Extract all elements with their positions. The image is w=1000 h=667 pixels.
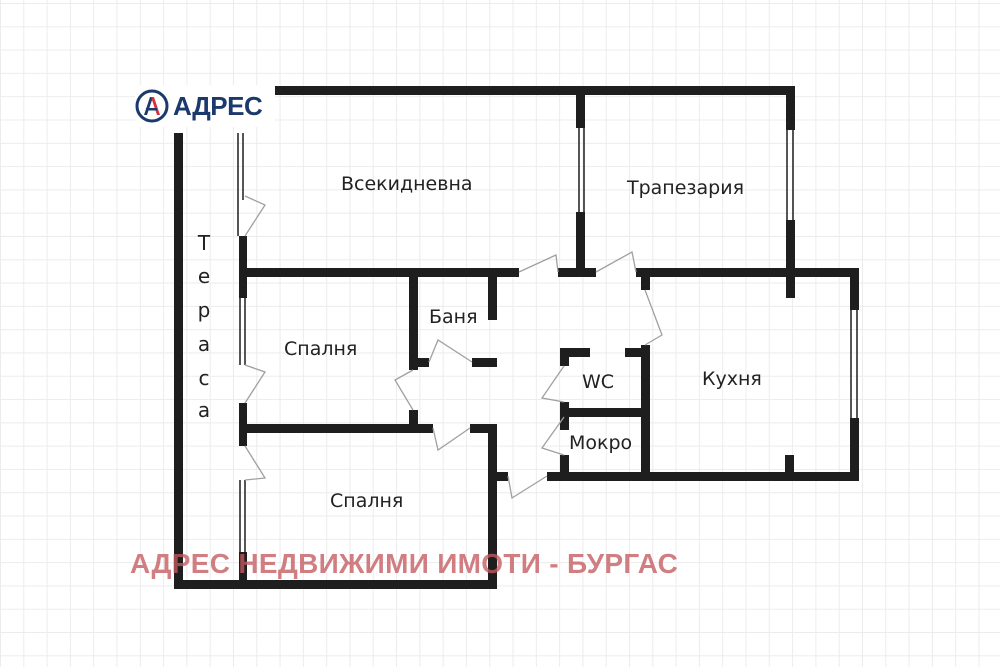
logo-text: АДРЕС xyxy=(173,90,263,121)
room-label-utility: Мокро xyxy=(569,432,633,454)
walls xyxy=(174,86,859,589)
doors xyxy=(244,195,663,500)
room-label-kitchen: Кухня xyxy=(702,368,762,390)
terrace-letter: р xyxy=(197,298,211,322)
terrace-letter: а xyxy=(197,332,211,356)
terrace-letter: Т xyxy=(197,231,211,255)
room-label-wc: WC xyxy=(582,371,615,393)
logo-mark-icon xyxy=(135,89,169,123)
terrace-letter: е xyxy=(197,264,211,288)
company-logo: АДРЕС xyxy=(135,85,275,127)
room-label-bedroom-2: Спалня xyxy=(330,490,404,512)
terrace-letter: с xyxy=(198,366,210,390)
terrace-letter: а xyxy=(197,398,211,422)
room-label-living: Всекидневна xyxy=(341,173,473,195)
windows xyxy=(237,128,858,552)
room-label-dining: Трапезария xyxy=(627,177,745,199)
watermark-text: АДРЕС НЕДВИЖИМИ ИМОТИ - БУРГАС xyxy=(130,548,679,579)
room-label-bathroom: Баня xyxy=(429,306,478,328)
room-label-bedroom-1: Спалня xyxy=(284,338,358,360)
